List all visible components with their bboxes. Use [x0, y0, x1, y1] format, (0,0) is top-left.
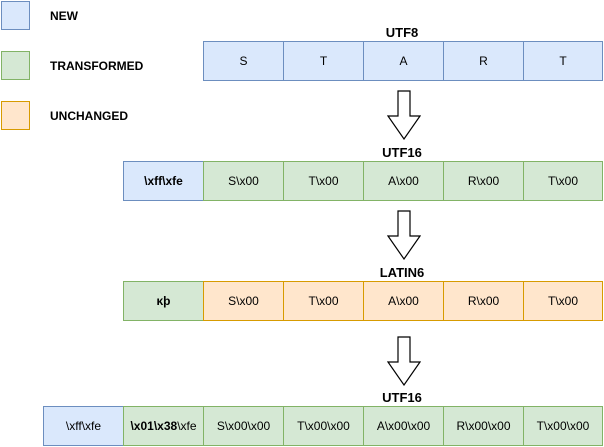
- utf16-cell: T\x00: [523, 161, 603, 201]
- legend-transformed-label: TRANSFORMED: [50, 59, 144, 73]
- utf16-cell: R\x00: [443, 161, 524, 201]
- legend-new-label: NEW: [50, 9, 78, 23]
- utf16-final-cell: R\x00\x00: [443, 406, 524, 446]
- utf16-final-cell: A\x00\x00: [363, 406, 444, 446]
- legend-unchanged-swatch: [1, 101, 30, 130]
- utf16-bom-cell: \xff\xfe: [123, 161, 204, 201]
- utf8-cell: R: [443, 41, 524, 81]
- bom2-bold-part: \x01\x38: [130, 419, 178, 433]
- utf16-final-cell: T\x00\x00: [523, 406, 603, 446]
- utf16-cell: A\x00: [363, 161, 444, 201]
- utf8-cell: T: [283, 41, 364, 81]
- utf16-cell: T\x00: [283, 161, 364, 201]
- utf8-cell: T: [523, 41, 603, 81]
- legend-unchanged-label: UNCHANGED: [50, 109, 128, 123]
- latin6-cell: A\x00: [363, 281, 444, 321]
- utf16-cell: S\x00: [203, 161, 284, 201]
- down-arrow-icon: [387, 210, 421, 260]
- utf16-final-cell: S\x00\x00: [203, 406, 284, 446]
- latin6-cell: S\x00: [203, 281, 284, 321]
- section-utf16-title: UTF16: [382, 145, 422, 160]
- utf8-cell: S: [203, 41, 284, 81]
- section-utf8-title: UTF8: [385, 25, 419, 40]
- latin6-bom-cell: κþ: [123, 281, 204, 321]
- utf16-final-bom-cell: \xff\xfe: [43, 406, 124, 446]
- bom2-regular-part: \xfe: [177, 419, 197, 433]
- utf16-final-cell: T\x00\x00: [283, 406, 364, 446]
- latin6-cell: R\x00: [443, 281, 524, 321]
- utf16-final-bom2-cell: \x01\x38\xfe: [123, 406, 204, 446]
- down-arrow-icon: [387, 336, 421, 386]
- latin6-cell: T\x00: [523, 281, 603, 321]
- down-arrow-icon: [387, 90, 421, 140]
- section-utf16-final-title: UTF16: [382, 390, 422, 405]
- legend-new-swatch: [1, 1, 30, 30]
- utf8-cell: A: [363, 41, 444, 81]
- legend-transformed-swatch: [1, 51, 30, 80]
- section-latin6-title: LATIN6: [379, 265, 425, 280]
- latin6-cell: T\x00: [283, 281, 364, 321]
